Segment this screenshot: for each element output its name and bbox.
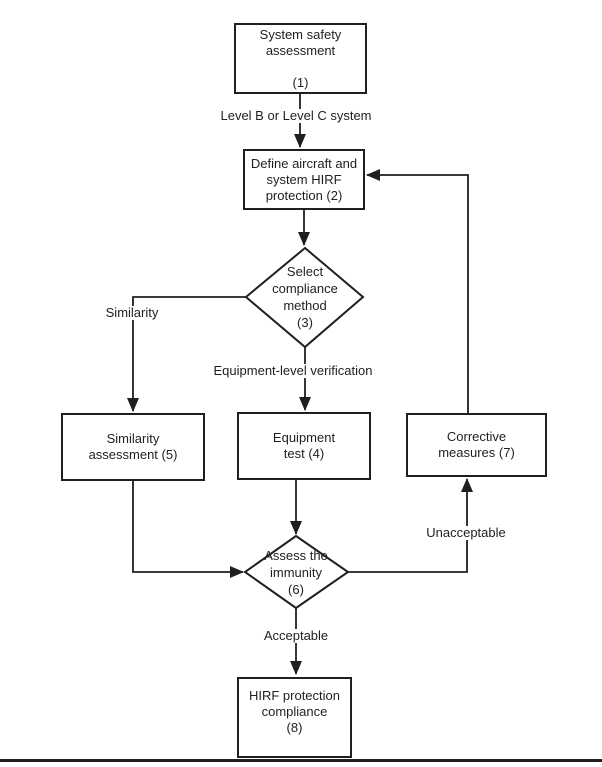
node-6-assess-immunity-shape [243, 534, 350, 610]
node-7-corrective-measures: Corrective measures (7) [406, 413, 547, 477]
node-text-line: compliance [261, 704, 328, 719]
node-2-define-hirf-protection: Define aircraft and system HIRF protecti… [243, 149, 365, 210]
node-text-line: measures (7) [438, 445, 515, 460]
node-text-line: Similarity [106, 431, 160, 446]
node-text-line: assessment (5) [88, 447, 178, 462]
node-text-line: Define aircraft and [250, 155, 358, 171]
node-4-equipment-test: Equipment test (4) [237, 412, 371, 480]
node-text-line: Corrective [446, 429, 507, 444]
node-text-line: (8) [286, 720, 303, 735]
edge-3-to-5-similarity [127, 296, 246, 412]
node-1-system-safety-assessment: System safety assessment (1) [234, 23, 367, 94]
node-3-select-compliance-method-shape [244, 246, 365, 349]
node-text-line: HIRF protection [248, 688, 341, 703]
edge-label-unacceptable: Unacceptable [423, 526, 509, 540]
node-5-similarity-assessment: Similarity assessment (5) [61, 413, 205, 481]
edge-5-to-6 [132, 481, 244, 578]
edge-label-level-b-or-c: Level B or Level C system [217, 109, 375, 123]
page-bottom-border [0, 759, 602, 762]
node-text-line: System safety [259, 26, 342, 42]
edge-label-equipment-level-verification: Equipment-level verification [210, 364, 376, 378]
node-text-line: (1) [292, 74, 309, 90]
node-text-line: protection (2) [265, 187, 343, 203]
edge-label-similarity: Similarity [102, 306, 162, 320]
node-text-line: system HIRF [266, 171, 342, 187]
node-text-line: test (4) [283, 446, 325, 461]
node-text-line: assessment [265, 42, 336, 58]
edge-7-to-2-feedback [366, 169, 469, 413]
edge-label-acceptable: Acceptable [260, 629, 332, 643]
edge-6-to-7-unacceptable [348, 478, 473, 573]
node-text-line: Equipment [272, 430, 336, 445]
node-8-hirf-protection-compliance: HIRF protection compliance (8) [237, 677, 352, 758]
